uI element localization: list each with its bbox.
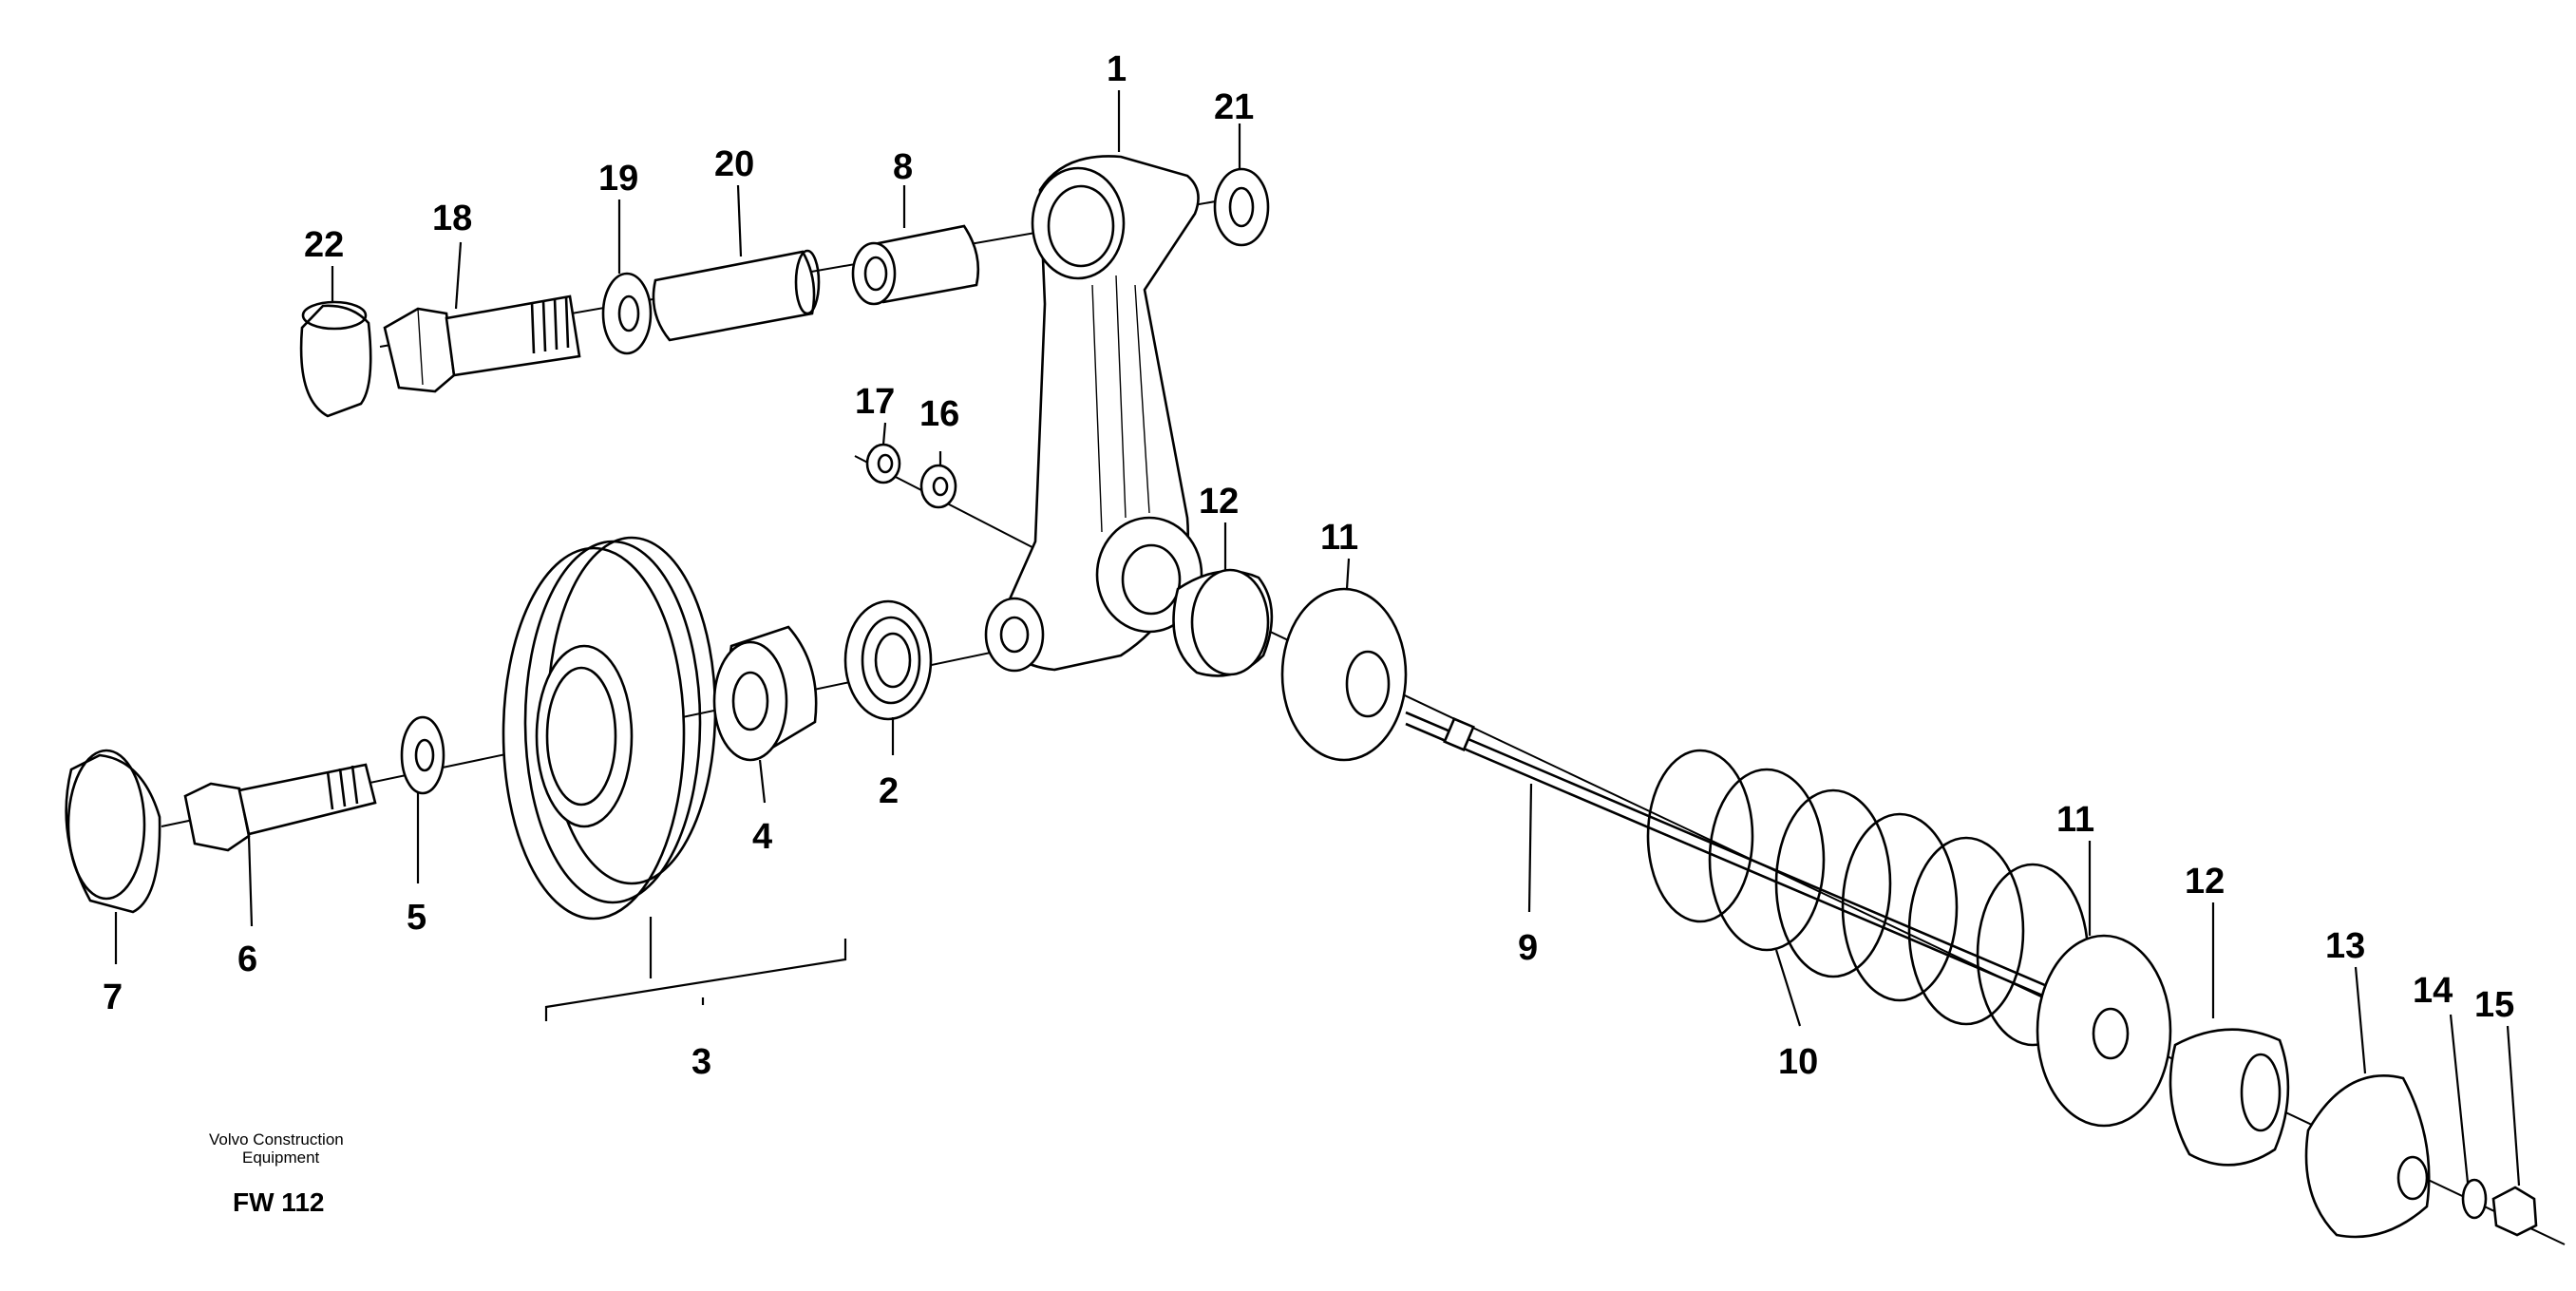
washer-19 [601,272,653,355]
washer-21 [1213,167,1270,247]
label-12b: 12 [2185,862,2225,902]
label-6: 6 [237,940,257,979]
label-12a: 12 [1199,482,1239,522]
part-number-labels: 1 21 8 20 19 18 22 17 16 12 11 2 4 5 6 7… [103,49,2514,1082]
label-16: 16 [919,394,959,434]
end-cap-7 [65,749,161,914]
label-11b: 11 [2056,800,2094,840]
coil-spring-10 [1646,749,2090,1047]
label-10: 10 [1778,1042,1818,1082]
spring-cup-13 [2304,1074,2431,1239]
nut-17 [865,443,901,484]
nut-15 [2491,1186,2538,1237]
label-21: 21 [1214,87,1254,127]
bearing-4 [712,625,818,762]
rubber-bushing-12b [2169,1028,2290,1167]
figure-code: FW 112 [233,1187,324,1217]
label-7: 7 [103,978,123,1017]
bolt-6 [183,763,377,852]
tension-rod-9 [1405,711,2053,1001]
label-14: 14 [2413,971,2453,1011]
label-20: 20 [714,144,754,184]
bolt-18 [383,294,581,393]
label-2: 2 [879,771,899,811]
end-cap-22 [299,300,372,418]
label-8: 8 [893,147,913,187]
label-5: 5 [407,898,426,938]
label-11a: 11 [1320,518,1358,558]
tension-arm-1 [984,155,1203,673]
label-15: 15 [2474,985,2514,1025]
label-4: 4 [752,817,772,857]
spring-cup-11b [2036,934,2172,1128]
label-17: 17 [855,382,895,422]
seal-2 [843,599,933,721]
label-19: 19 [598,159,638,199]
bushing-8 [851,224,980,306]
leader-lines [114,90,2521,1187]
washer-14 [2461,1178,2488,1220]
rubber-bushing-12a [1172,568,1274,677]
brand-line-2: Equipment [242,1149,320,1167]
label-18: 18 [432,199,472,238]
washer-5 [400,715,445,795]
label-1: 1 [1107,49,1127,89]
sleeve-20 [652,249,821,342]
label-13: 13 [2325,926,2365,966]
footer: Volvo Construction Equipment FW 112 [209,1130,344,1217]
brand-line-1: Volvo Construction [209,1130,344,1149]
washer-16 [919,464,957,509]
label-22: 22 [304,225,344,265]
pulley-3 [502,536,717,921]
spring-cup-11a [1280,587,1408,762]
label-9: 9 [1518,928,1538,968]
label-3: 3 [691,1042,711,1082]
